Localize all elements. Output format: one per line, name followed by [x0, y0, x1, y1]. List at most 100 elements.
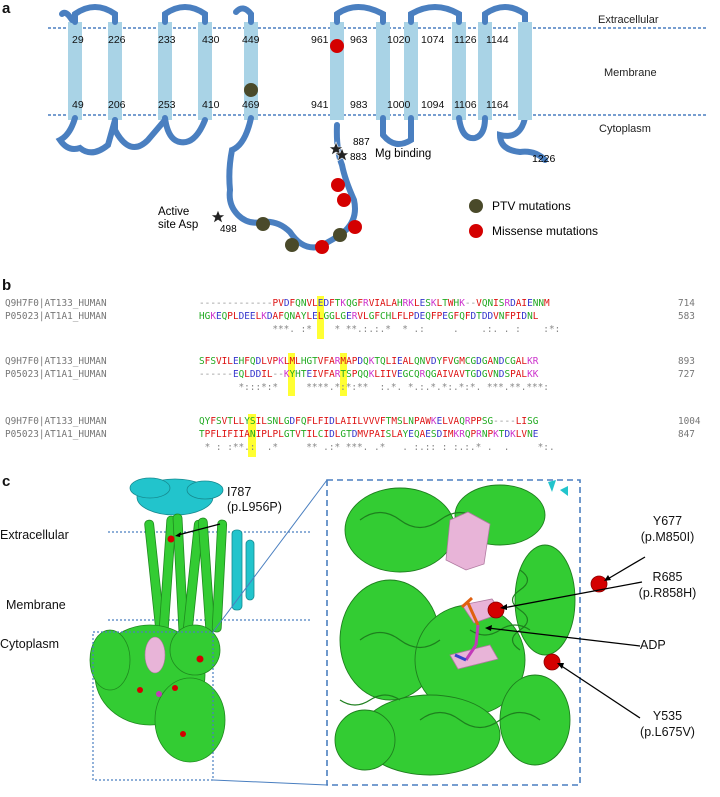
alignment-highlight-4: [248, 414, 256, 457]
active-site-number: 498: [220, 224, 237, 235]
c-label-cytoplasm: Cytoplasm: [0, 637, 60, 651]
mg-binding-label: Mg binding: [375, 148, 431, 160]
region-labels: Extracellular Membrane Cytoplasm: [598, 14, 659, 135]
zoom-cyan-domain: [548, 480, 568, 496]
zoom-helix-lines: [339, 511, 541, 729]
svg-text:29: 29: [72, 34, 84, 46]
sequence-row: SFSVILEHFQDLVPKLMLHGTVFARMAPDQKTQLIEALQN…: [199, 356, 539, 367]
zoom-adp-molecule: [454, 596, 480, 662]
annotation-y535-line1: Y535: [652, 709, 683, 723]
annotation-y535-line2: (p.L675V): [640, 725, 695, 739]
svg-text:1020: 1020: [387, 34, 411, 46]
top-residue-numbers: 29 226 233 430 449 961 963 1020 1074 112…: [72, 34, 509, 46]
c-label-extracellular: Extracellular: [0, 528, 69, 542]
active-site-label-1: Active: [158, 206, 189, 218]
sequence-position: 847: [678, 429, 695, 440]
label-membrane: Membrane: [604, 67, 657, 79]
panel-a-letter: a: [2, 0, 11, 17]
consensus-row: ***. :* * **.:.:.* * .: . .:. . : :*:: [199, 324, 561, 335]
seq-name-row: P05023|AT1A1_HUMAN: [5, 369, 107, 380]
sequence-row: TPFLIFIIANIPLPLGTVTILCIDLGTDMVPAISLAYEQA…: [199, 429, 539, 440]
seq-name-row: P05023|AT1A1_HUMAN: [5, 311, 107, 322]
svg-text:1106: 1106: [454, 99, 477, 111]
svg-text:469: 469: [242, 99, 260, 111]
sequence-position: 727: [678, 369, 695, 380]
legend-ptv-marker: [469, 199, 483, 213]
seq-name-row: P05023|AT1A1_HUMAN: [5, 429, 107, 440]
legend-ptv-label: PTV mutations: [492, 199, 571, 213]
annotation-adp: ADP: [640, 638, 666, 652]
svg-text:1074: 1074: [421, 34, 445, 46]
sequence-row: -------------PVDFQNVLEDFTKQGFRVIALAHRKLE…: [199, 298, 550, 309]
left-mutation-markers: [137, 535, 204, 737]
missense-mutation-markers: [315, 39, 362, 254]
svg-text:1126: 1126: [454, 34, 477, 46]
sequence-position: 714: [678, 298, 695, 309]
mg-number-883: 883: [350, 152, 367, 163]
legend-missense-label: Missense mutations: [492, 224, 598, 238]
transmembrane-helices: [68, 22, 492, 120]
seq-name-row: Q9H7F0|AT133_HUMAN: [5, 298, 107, 309]
svg-text:226: 226: [108, 34, 126, 46]
consensus-row: * : :**.: .* ** .:* ***. .* . :.:: : :.:…: [199, 442, 555, 453]
bottom-residue-numbers: 49 206 253 410 469 941 983 1000 1094 110…: [72, 99, 509, 111]
seq-name-row: Q9H7F0|AT133_HUMAN: [5, 416, 107, 427]
c-terminus-number: 1226: [532, 153, 556, 165]
zoom-pink-domain: [445, 511, 503, 670]
active-site-label-2: site Asp: [158, 219, 198, 231]
svg-text:1000: 1000: [387, 99, 411, 111]
annotation-r685-line2: (p.R858H): [638, 586, 697, 600]
annotation-y677-line2: (p.M850I): [640, 530, 695, 544]
svg-text:449: 449: [242, 34, 260, 46]
legend-missense-marker: [469, 224, 483, 238]
seq-name-row: Q9H7F0|AT133_HUMAN: [5, 356, 107, 367]
svg-text:963: 963: [350, 34, 368, 46]
panel-b-letter: b: [2, 277, 12, 294]
annotation-r685-line1: R685: [652, 570, 683, 584]
alignment-highlight-3: [340, 353, 347, 396]
loops: [55, 4, 548, 251]
panel-c-letter: c: [2, 473, 11, 490]
svg-text:253: 253: [158, 99, 176, 111]
annotation-y535: Y535 (p.L675V): [625, 708, 710, 740]
svg-text:1164: 1164: [486, 99, 509, 111]
zoom-green-structure: [334, 484, 576, 776]
left-pink-domain: [144, 636, 166, 674]
svg-text:941: 941: [311, 99, 329, 111]
zoom-source-box: [92, 631, 214, 781]
alignment-highlight-2: [288, 353, 295, 396]
sequence-row: QYFSVTLLYSILSNLGDFQFLFIDLAIILVVVFTMSLNPA…: [199, 416, 539, 427]
svg-text:430: 430: [202, 34, 220, 46]
mg-number-887: 887: [353, 137, 370, 148]
label-extracellular: Extracellular: [598, 14, 659, 26]
svg-text:410: 410: [202, 99, 220, 111]
consensus-row: *:::*:* ****.*:*:** :.*. *.:.*.*:.*:*. *…: [199, 382, 549, 393]
i787-line1: I787: [227, 485, 252, 499]
alignment-highlight-1: [317, 296, 324, 339]
annotation-y677: Y677 (p.M850I): [625, 513, 710, 545]
annotation-arrows: [487, 556, 646, 719]
mg-binding-star-icons: [328, 141, 350, 162]
topology-diagram: 29 226 233 430 449 961 963 1020 1074 112…: [48, 4, 708, 254]
sequence-position: 1004: [678, 416, 701, 427]
label-cytoplasm: Cytoplasm: [599, 123, 651, 135]
svg-text:1144: 1144: [486, 34, 509, 46]
svg-text:983: 983: [350, 99, 368, 111]
i787-arrowhead: [175, 532, 181, 537]
annotation-arrowheads: [485, 575, 611, 669]
zoom-frame: [326, 479, 581, 786]
svg-text:961: 961: [311, 34, 329, 46]
annotation-r685: R685 (p.R858H): [625, 569, 710, 601]
sequence-row: HGKEQPLDEELKDAFQNAYLELGGLGERVLGFCHLFLPDE…: [199, 311, 539, 322]
active-site-star-icon: [210, 209, 226, 224]
i787-annotation: I787 (p.L956P): [227, 485, 282, 515]
svg-text:206: 206: [108, 99, 126, 111]
svg-text:233: 233: [158, 34, 176, 46]
sequence-position: 583: [678, 311, 695, 322]
zoom-connector-bottom: [212, 779, 328, 786]
c-label-membrane: Membrane: [6, 598, 66, 612]
sequence-position: 893: [678, 356, 695, 367]
annotation-y677-line1: Y677: [652, 514, 683, 528]
svg-text:49: 49: [72, 99, 84, 111]
i787-line2: (p.L956P): [227, 500, 282, 514]
